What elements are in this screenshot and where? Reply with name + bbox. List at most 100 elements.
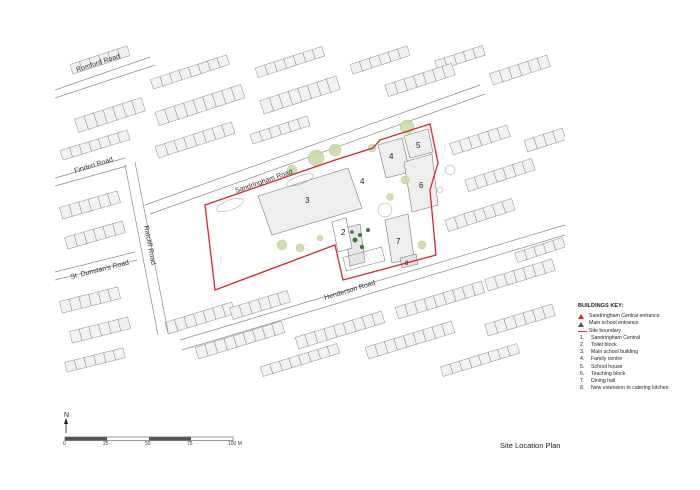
key-label: Sandringham Central — [591, 334, 641, 341]
house-terrace — [249, 115, 311, 145]
house-terrace — [484, 258, 556, 292]
numbered-key-list: 1. Sandringham Central 2. Toilet block 3. Mai… — [578, 335, 696, 393]
key-row-building: 1. Sandringham Central — [578, 335, 696, 342]
key-number: 1. — [580, 334, 585, 341]
house-terrace — [59, 286, 121, 314]
label-5: 5 — [416, 141, 421, 150]
house-terrace — [154, 84, 246, 126]
house-terrace — [464, 158, 536, 192]
north-arrow: N — [64, 412, 69, 433]
house-terrace — [514, 237, 565, 263]
key-row-central-entrance: Sandringham Central entrance — [578, 313, 696, 320]
building-3-main-school — [257, 167, 363, 236]
key-number: 2. — [580, 342, 585, 349]
house-terrace — [150, 54, 230, 90]
plan-title: Site Location Plan — [500, 441, 561, 450]
trees — [276, 119, 427, 253]
key-label: Family centre — [591, 356, 623, 363]
key-title: BUILDINGS KEY: — [578, 303, 624, 309]
map-base — [55, 42, 565, 377]
key-label: Dining hall — [591, 378, 616, 385]
house-terrace — [384, 63, 456, 97]
scale-tick-75: 75 — [187, 441, 193, 447]
building-2-toilet-block — [331, 217, 353, 253]
key-row-site-boundary: Site boundary — [578, 328, 696, 335]
label-4-site: 4 — [360, 177, 365, 186]
key-label: Site boundary — [589, 327, 622, 334]
house-terrace — [294, 310, 386, 350]
key-number: 7. — [580, 378, 585, 385]
house-terrace — [449, 124, 511, 156]
playground-features — [216, 164, 456, 218]
label-6: 6 — [419, 181, 424, 190]
house-terrace — [59, 129, 131, 161]
house-terrace — [523, 127, 565, 153]
site-boundary-line — [204, 123, 439, 291]
house-terrace — [259, 343, 341, 377]
key-row-building: 7. Dining hall — [578, 378, 696, 385]
key-number: 6. — [580, 370, 585, 377]
house-terrace — [64, 220, 126, 250]
key-label: Main school building — [591, 349, 639, 356]
house-terrace — [439, 343, 521, 377]
key-label: Sandringham Central entrance — [589, 313, 660, 320]
key-label: Main school entrance — [589, 320, 639, 327]
key-label: School house — [591, 363, 623, 370]
key-number: 4. — [580, 356, 585, 363]
north-letter: N — [64, 412, 69, 419]
label-3: 3 — [305, 196, 310, 205]
label-2: 2 — [341, 228, 346, 237]
building-5-school-house — [403, 128, 434, 159]
house-terrace — [259, 75, 341, 115]
red-line-icon — [578, 330, 589, 332]
house-terrace — [434, 45, 486, 71]
house-terrace — [364, 320, 456, 360]
house-terrace — [74, 97, 146, 133]
house-terrace — [69, 316, 131, 344]
building-number-labels: 3 4 4 5 6 7 2 8 — [305, 141, 424, 267]
house-terrace — [484, 303, 556, 337]
key-number: 8. — [580, 385, 585, 392]
house-terrace — [69, 45, 131, 75]
terraced-house-blocks — [59, 45, 565, 377]
house-terrace — [349, 45, 411, 75]
hatched-canopy — [342, 246, 386, 272]
building-6-teaching-block — [403, 153, 439, 213]
scale-tick-100: 100 M — [228, 441, 242, 447]
house-terrace — [194, 320, 286, 360]
key-row-building: 2. Toilet block — [578, 342, 696, 349]
planted-areas — [350, 228, 370, 250]
label-4: 4 — [389, 152, 394, 161]
scale-tick-25: 25 — [103, 441, 109, 447]
school-site: 3 4 4 5 6 7 2 8 — [204, 119, 456, 291]
key-row-building: 5. School house — [578, 364, 696, 371]
scale-tick-50: 50 — [145, 441, 151, 447]
house-terrace — [489, 54, 551, 86]
house-terrace — [444, 198, 516, 232]
key-row-building: 6. Teaching block — [578, 371, 696, 378]
house-terrace — [64, 347, 126, 373]
label-8: 8 — [405, 261, 409, 267]
key-number: 5. — [580, 363, 585, 370]
house-terrace — [254, 46, 326, 78]
key-label: New extension to catering kitchen — [591, 385, 669, 392]
triangle-red-icon — [578, 314, 589, 320]
key-row-building: 3. Main school building — [578, 349, 696, 356]
key-row-main-entrance: Main school entrance — [578, 320, 696, 327]
buildings-key: BUILDINGS KEY: Sandringham Central entra… — [578, 303, 696, 392]
key-label: Toilet block — [591, 342, 617, 349]
key-row-building: 4. Family centre — [578, 356, 696, 363]
site-buildings — [257, 128, 439, 272]
key-row-building: 8. New extension to catering kitchen — [578, 385, 696, 392]
house-terrace — [59, 190, 121, 220]
key-number: 3. — [580, 349, 585, 356]
key-label: Teaching block — [591, 370, 626, 377]
house-terrace — [154, 121, 236, 159]
house-terrace — [164, 301, 236, 335]
house-terrace — [394, 280, 486, 320]
scale-tick-0: 0 — [63, 441, 66, 447]
triangle-grey-icon — [578, 321, 589, 327]
house-terrace — [229, 290, 291, 320]
scale-bar: 0 25 50 75 100 M — [63, 436, 242, 447]
